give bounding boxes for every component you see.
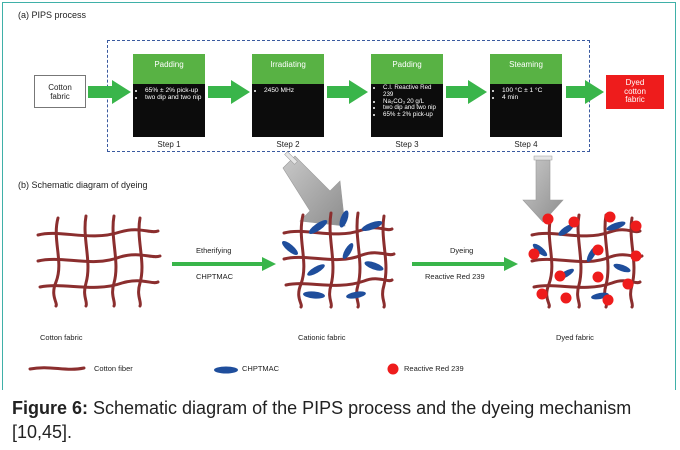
cotton-fabric-label: Cotton fabric — [40, 333, 83, 342]
step-1-title: Padding — [133, 54, 205, 84]
step-4-details: 100 °C ± 1 °C 4 min — [490, 84, 562, 137]
legend-dye-shape — [387, 363, 399, 375]
reactive-dye-molecules — [528, 211, 642, 306]
step-3-label: Step 3 — [395, 140, 419, 149]
process-arrow-5 — [566, 80, 604, 104]
caption-text: Schematic diagram of the PIPS process an… — [12, 398, 632, 442]
dyeing-label: Dyeing — [450, 246, 474, 255]
legend-fiber-label: Cotton fiber — [94, 364, 133, 373]
step-4-box: Steaming 100 °C ± 1 °C 4 min — [490, 54, 562, 137]
step-1-details: 65% ± 2% pick-up two dip and two nip — [133, 84, 205, 137]
section-b-title: (b) Schematic diagram of dyeing — [18, 180, 148, 190]
cationic-fabric-mesh — [282, 211, 396, 309]
caption-figure-number: Figure 6: — [12, 398, 89, 418]
process-arrows — [88, 80, 604, 104]
reactive-red-reagent-label: Reactive Red 239 — [425, 272, 485, 281]
step-3-box: Padding C.I. Reactive Red 239 Na₂CO₃ 20 … — [371, 54, 443, 137]
step-2-details: 2450 MHz — [252, 84, 324, 137]
legend-chptmac-shape — [214, 366, 238, 374]
legend-chptmac-label: CHPTMAC — [242, 364, 280, 373]
step-2-title: Irradiating — [252, 54, 324, 84]
figure-caption: Figure 6: Schematic diagram of the PIPS … — [12, 396, 672, 444]
figure-frame — [2, 2, 676, 390]
step-4-item: 4 min — [502, 94, 559, 101]
step-1-label: Step 1 — [157, 140, 181, 149]
etherifying-label: Etherifying — [196, 246, 232, 255]
step-3-item: 65% ± 2% pick-up — [383, 111, 440, 119]
process-arrow-1 — [88, 80, 131, 104]
input-cotton-fabric-box: Cotton fabric — [34, 75, 86, 108]
cationic-fabric-label: Cationic fabric — [298, 333, 346, 342]
process-arrow-3 — [327, 80, 368, 104]
cotton-fabric-mesh — [36, 214, 162, 308]
step-2-box: Irradiating 2450 MHz — [252, 54, 324, 137]
step-2-label: Step 2 — [276, 140, 300, 149]
etherifying-arrow — [172, 257, 276, 271]
step-1-box: Padding 65% ± 2% pick-up two dip and two… — [133, 54, 205, 137]
dyed-chptmac-molecules — [532, 221, 631, 300]
gray-arrow-step4 — [522, 159, 564, 223]
step-3-item: C.I. Reactive Red 239 — [383, 84, 440, 99]
dyeing-arrow — [412, 257, 518, 271]
step-3-item: Na₂CO₃ 20 g/L — [383, 98, 440, 106]
process-arrow-2 — [208, 80, 250, 104]
step-1-item: two dip and two nip — [145, 94, 202, 101]
step-4-title: Steaming — [490, 54, 562, 84]
step-1-item: 65% ± 2% pick-up — [145, 87, 202, 94]
step-3-details: C.I. Reactive Red 239 Na₂CO₃ 20 g/L two … — [371, 84, 443, 137]
process-arrow-4 — [446, 80, 487, 104]
step-3-title: Padding — [371, 54, 443, 84]
gray-arrow-step2 — [282, 155, 346, 227]
chptmac-molecules — [282, 210, 384, 299]
step-3-item: two dip and two nip — [383, 105, 440, 112]
dyed-fabric-label: Dyed fabric — [556, 333, 594, 342]
step-2-item: 2450 MHz — [264, 87, 321, 94]
legend-fiber-line — [28, 366, 86, 371]
step-4-label: Step 4 — [514, 140, 538, 149]
step-4-item: 100 °C ± 1 °C — [502, 87, 559, 94]
legend-dye-label: Reactive Red 239 — [404, 364, 464, 373]
section-a-title: (a) PIPS process — [18, 10, 87, 20]
output-dyed-fabric-box: Dyed cotton fabric — [606, 75, 664, 109]
chptmac-reagent-label: CHPTMAC — [196, 272, 234, 281]
diagram-graphics — [28, 80, 644, 375]
